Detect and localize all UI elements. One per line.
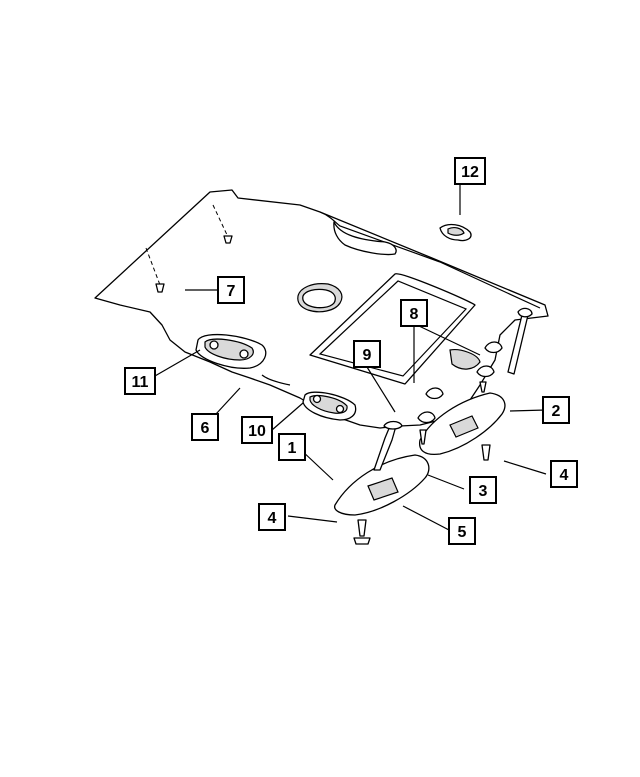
svg-text:7: 7	[227, 283, 236, 300]
svg-text:5: 5	[458, 524, 467, 541]
callout-6: 6	[191, 413, 219, 441]
callout-2: 2	[542, 396, 570, 424]
callout-7: 7	[217, 276, 245, 304]
headliner-panel	[94, 189, 549, 429]
svg-text:8: 8	[410, 306, 419, 323]
svg-text:2: 2	[552, 403, 561, 420]
svg-text:4: 4	[268, 510, 277, 527]
callout-3: 3	[469, 476, 497, 504]
svg-text:3: 3	[479, 483, 488, 500]
svg-text:1: 1	[288, 440, 297, 457]
svg-text:4: 4	[560, 467, 569, 484]
sun-visor-left	[334, 420, 430, 545]
svg-text:10: 10	[248, 423, 266, 440]
svg-text:12: 12	[461, 164, 479, 181]
callout-9: 9	[353, 340, 381, 368]
sun-visor-right	[418, 307, 533, 461]
svg-text:6: 6	[201, 420, 210, 437]
visor-retainers	[417, 341, 503, 445]
callout-4-left: 4	[258, 503, 286, 531]
callout-10: 10	[241, 416, 273, 444]
callout-12: 12	[454, 157, 486, 185]
callout-11: 11	[124, 367, 156, 395]
leader-lines	[147, 185, 547, 531]
push-pin-fasteners	[145, 204, 233, 293]
svg-text:9: 9	[363, 347, 372, 364]
callout-8: 8	[400, 299, 428, 327]
callout-4-right: 4	[550, 460, 578, 488]
svg-text:11: 11	[132, 374, 149, 391]
headliner-clip	[439, 223, 472, 242]
callout-1: 1	[278, 433, 306, 461]
callout-5: 5	[448, 517, 476, 545]
